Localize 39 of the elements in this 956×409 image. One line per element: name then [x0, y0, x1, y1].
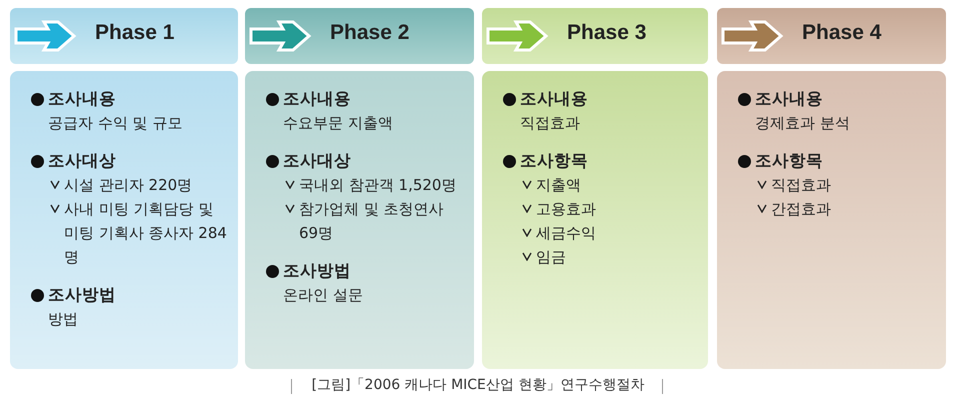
description-text: 수요부문 지출액	[283, 114, 393, 132]
section-heading: 조사항목	[755, 151, 823, 170]
description-text: 공급자 수익 및 규모	[48, 114, 182, 132]
list-item: 참가업체 및 초청연사 69명	[299, 200, 444, 242]
section-heading: 조사대상	[283, 151, 351, 170]
section-heading: 조사내용	[520, 89, 588, 108]
content-panel	[10, 71, 238, 369]
content-panel	[245, 71, 474, 369]
phase-title: Phase 1	[95, 21, 174, 45]
description-text: 온라인 설문	[283, 286, 363, 304]
list-item: 세금수익	[536, 224, 596, 242]
list-item: 직접효과	[771, 176, 831, 194]
section-heading: 조사방법	[48, 285, 116, 304]
section-heading: 조사내용	[48, 89, 116, 108]
description-text: 직접효과	[520, 114, 580, 132]
caption: [그림]「2006 캐나다 MICE산업 현황」연구수행절차	[312, 377, 644, 393]
phase-title: Phase 3	[567, 21, 646, 45]
section-heading: 조사대상	[48, 151, 116, 170]
section-heading: 조사내용	[755, 89, 823, 108]
list-item: 고용효과	[536, 200, 596, 218]
section-heading: 조사방법	[283, 261, 351, 280]
content-panel	[482, 71, 708, 369]
list-item: 간접효과	[771, 200, 831, 218]
phase-title: Phase 4	[802, 21, 882, 45]
list-item: 시설 관리자 220명	[64, 176, 192, 194]
content-panel	[717, 71, 946, 369]
phase-header	[10, 8, 238, 64]
section-heading: 조사내용	[283, 89, 351, 108]
list-item: 지출액	[536, 176, 581, 194]
description-text: 경제효과 분석	[755, 114, 850, 132]
phase-header	[482, 8, 708, 64]
list-item: 임금	[536, 248, 566, 266]
section-heading: 조사항목	[520, 151, 588, 170]
description-text: 방법	[48, 310, 78, 328]
list-item: 사내 미팅 기획담당 및 미팅 기획사 종사자 284명	[64, 200, 227, 266]
list-item: 국내외 참관객 1,520명	[299, 176, 456, 194]
phase-title: Phase 2	[330, 21, 410, 45]
phase-header	[245, 8, 474, 64]
phase-header	[717, 8, 946, 64]
